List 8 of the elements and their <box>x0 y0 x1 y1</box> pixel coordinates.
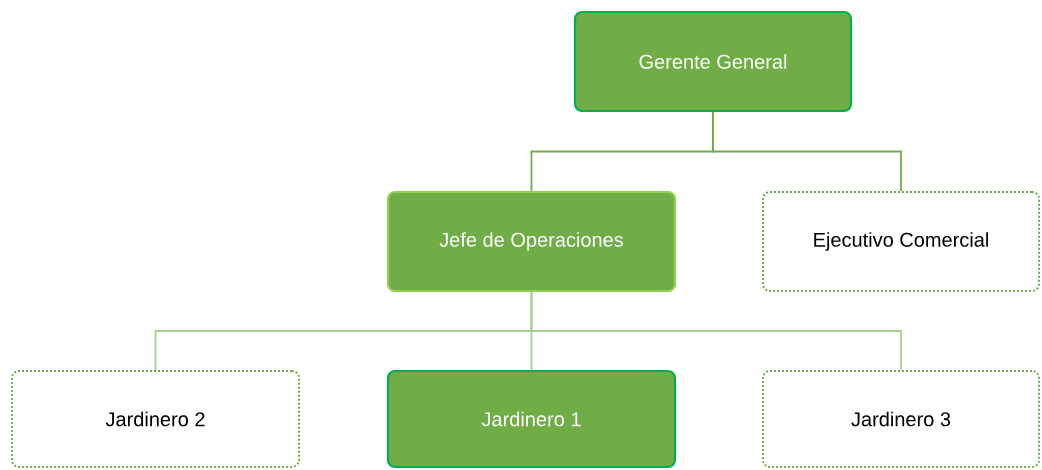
connector-line <box>712 111 902 192</box>
org-box: Jefe de Operaciones <box>386 190 677 293</box>
connector-line <box>530 291 902 371</box>
org-box: Ejecutivo Comercial <box>762 191 1040 292</box>
org-box: Jardinero 3 <box>762 370 1040 468</box>
org-box: Jardinero 2 <box>11 370 300 468</box>
org-box: Gerente General <box>573 10 853 113</box>
org-box: Jardinero 1 <box>386 369 677 469</box>
